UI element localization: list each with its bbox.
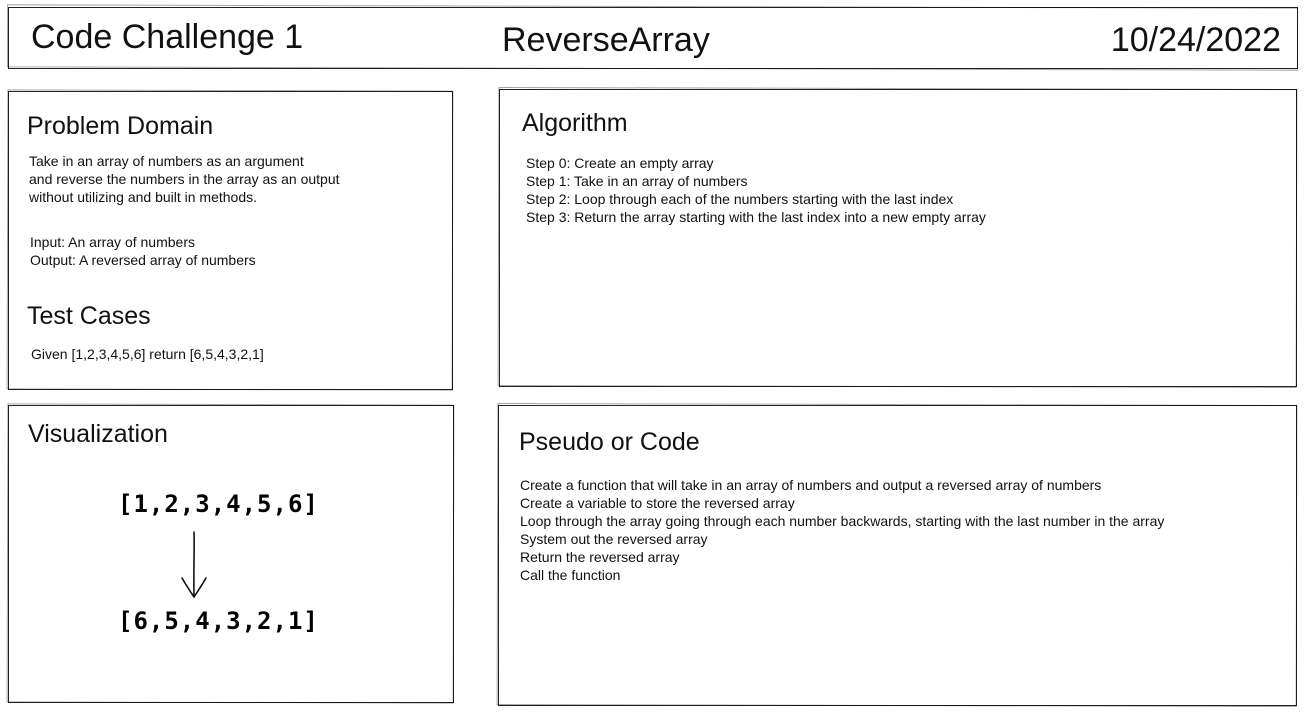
visualization-heading: Visualization [28,420,168,448]
pseudo-code-heading: Pseudo or Code [519,428,700,456]
pseudo-code-line: Create a variable to store the reversed … [520,495,795,511]
algorithm-step: Step 3: Return the array starting with t… [526,209,986,225]
problem-description-line: Take in an array of numbers as an argume… [29,153,304,169]
pseudo-code-lines: Create a function that will take in an a… [520,476,1164,584]
problem-output: Output: A reversed array of numbers [30,252,256,268]
problem-description: Take in an array of numbers as an argume… [29,152,340,206]
output-array-drawing: [6,5,4,3,2,1] [118,607,319,635]
test-cases-heading: Test Cases [27,302,151,330]
problem-domain-heading: Problem Domain [27,112,214,140]
algorithm-heading: Algorithm [522,109,628,137]
problem-description-line: and reverse the numbers in the array as … [29,171,340,187]
pseudo-code-line: Loop through the array going through eac… [520,513,1165,529]
test-case: Given [1,2,3,4,5,6] return [6,5,4,3,2,1] [31,346,264,362]
algorithm-step: Step 0: Create an empty array [526,155,714,171]
challenge-name: ReverseArray [502,21,710,59]
pseudo-code-line: Call the function [520,567,621,583]
problem-io: Input: An array of numbers Output: A rev… [30,233,256,269]
pseudo-code-line: Create a function that will take in an a… [520,477,1102,493]
challenge-date: 10/24/2022 [1110,21,1281,59]
algorithm-step: Step 1: Take in an array of numbers [526,173,748,189]
problem-description-line: without utilizing and built in methods. [29,189,258,205]
header-bar: Code Challenge 1 ReverseArray 10/24/2022 [8,7,1298,69]
problem-input: Input: An array of numbers [30,234,195,250]
algorithm-panel: Algorithm Step 0: Create an empty array … [499,89,1297,387]
problem-domain-panel: Problem Domain Take in an array of numbe… [8,91,453,390]
algorithm-steps: Step 0: Create an empty array Step 1: Ta… [526,154,986,226]
down-arrow-icon [181,531,207,598]
pseudo-code-panel: Pseudo or Code Create a function that wi… [498,405,1297,706]
visualization-panel: Visualization [1,2,3,4,5,6] [6,5,4,3,2,1… [8,405,454,703]
challenge-title: Code Challenge 1 [31,18,304,56]
pseudo-code-line: Return the reversed array [520,549,680,565]
input-array-drawing: [1,2,3,4,5,6] [118,490,319,518]
pseudo-code-line: System out the reversed array [520,531,708,547]
algorithm-step: Step 2: Loop through each of the numbers… [526,191,954,207]
